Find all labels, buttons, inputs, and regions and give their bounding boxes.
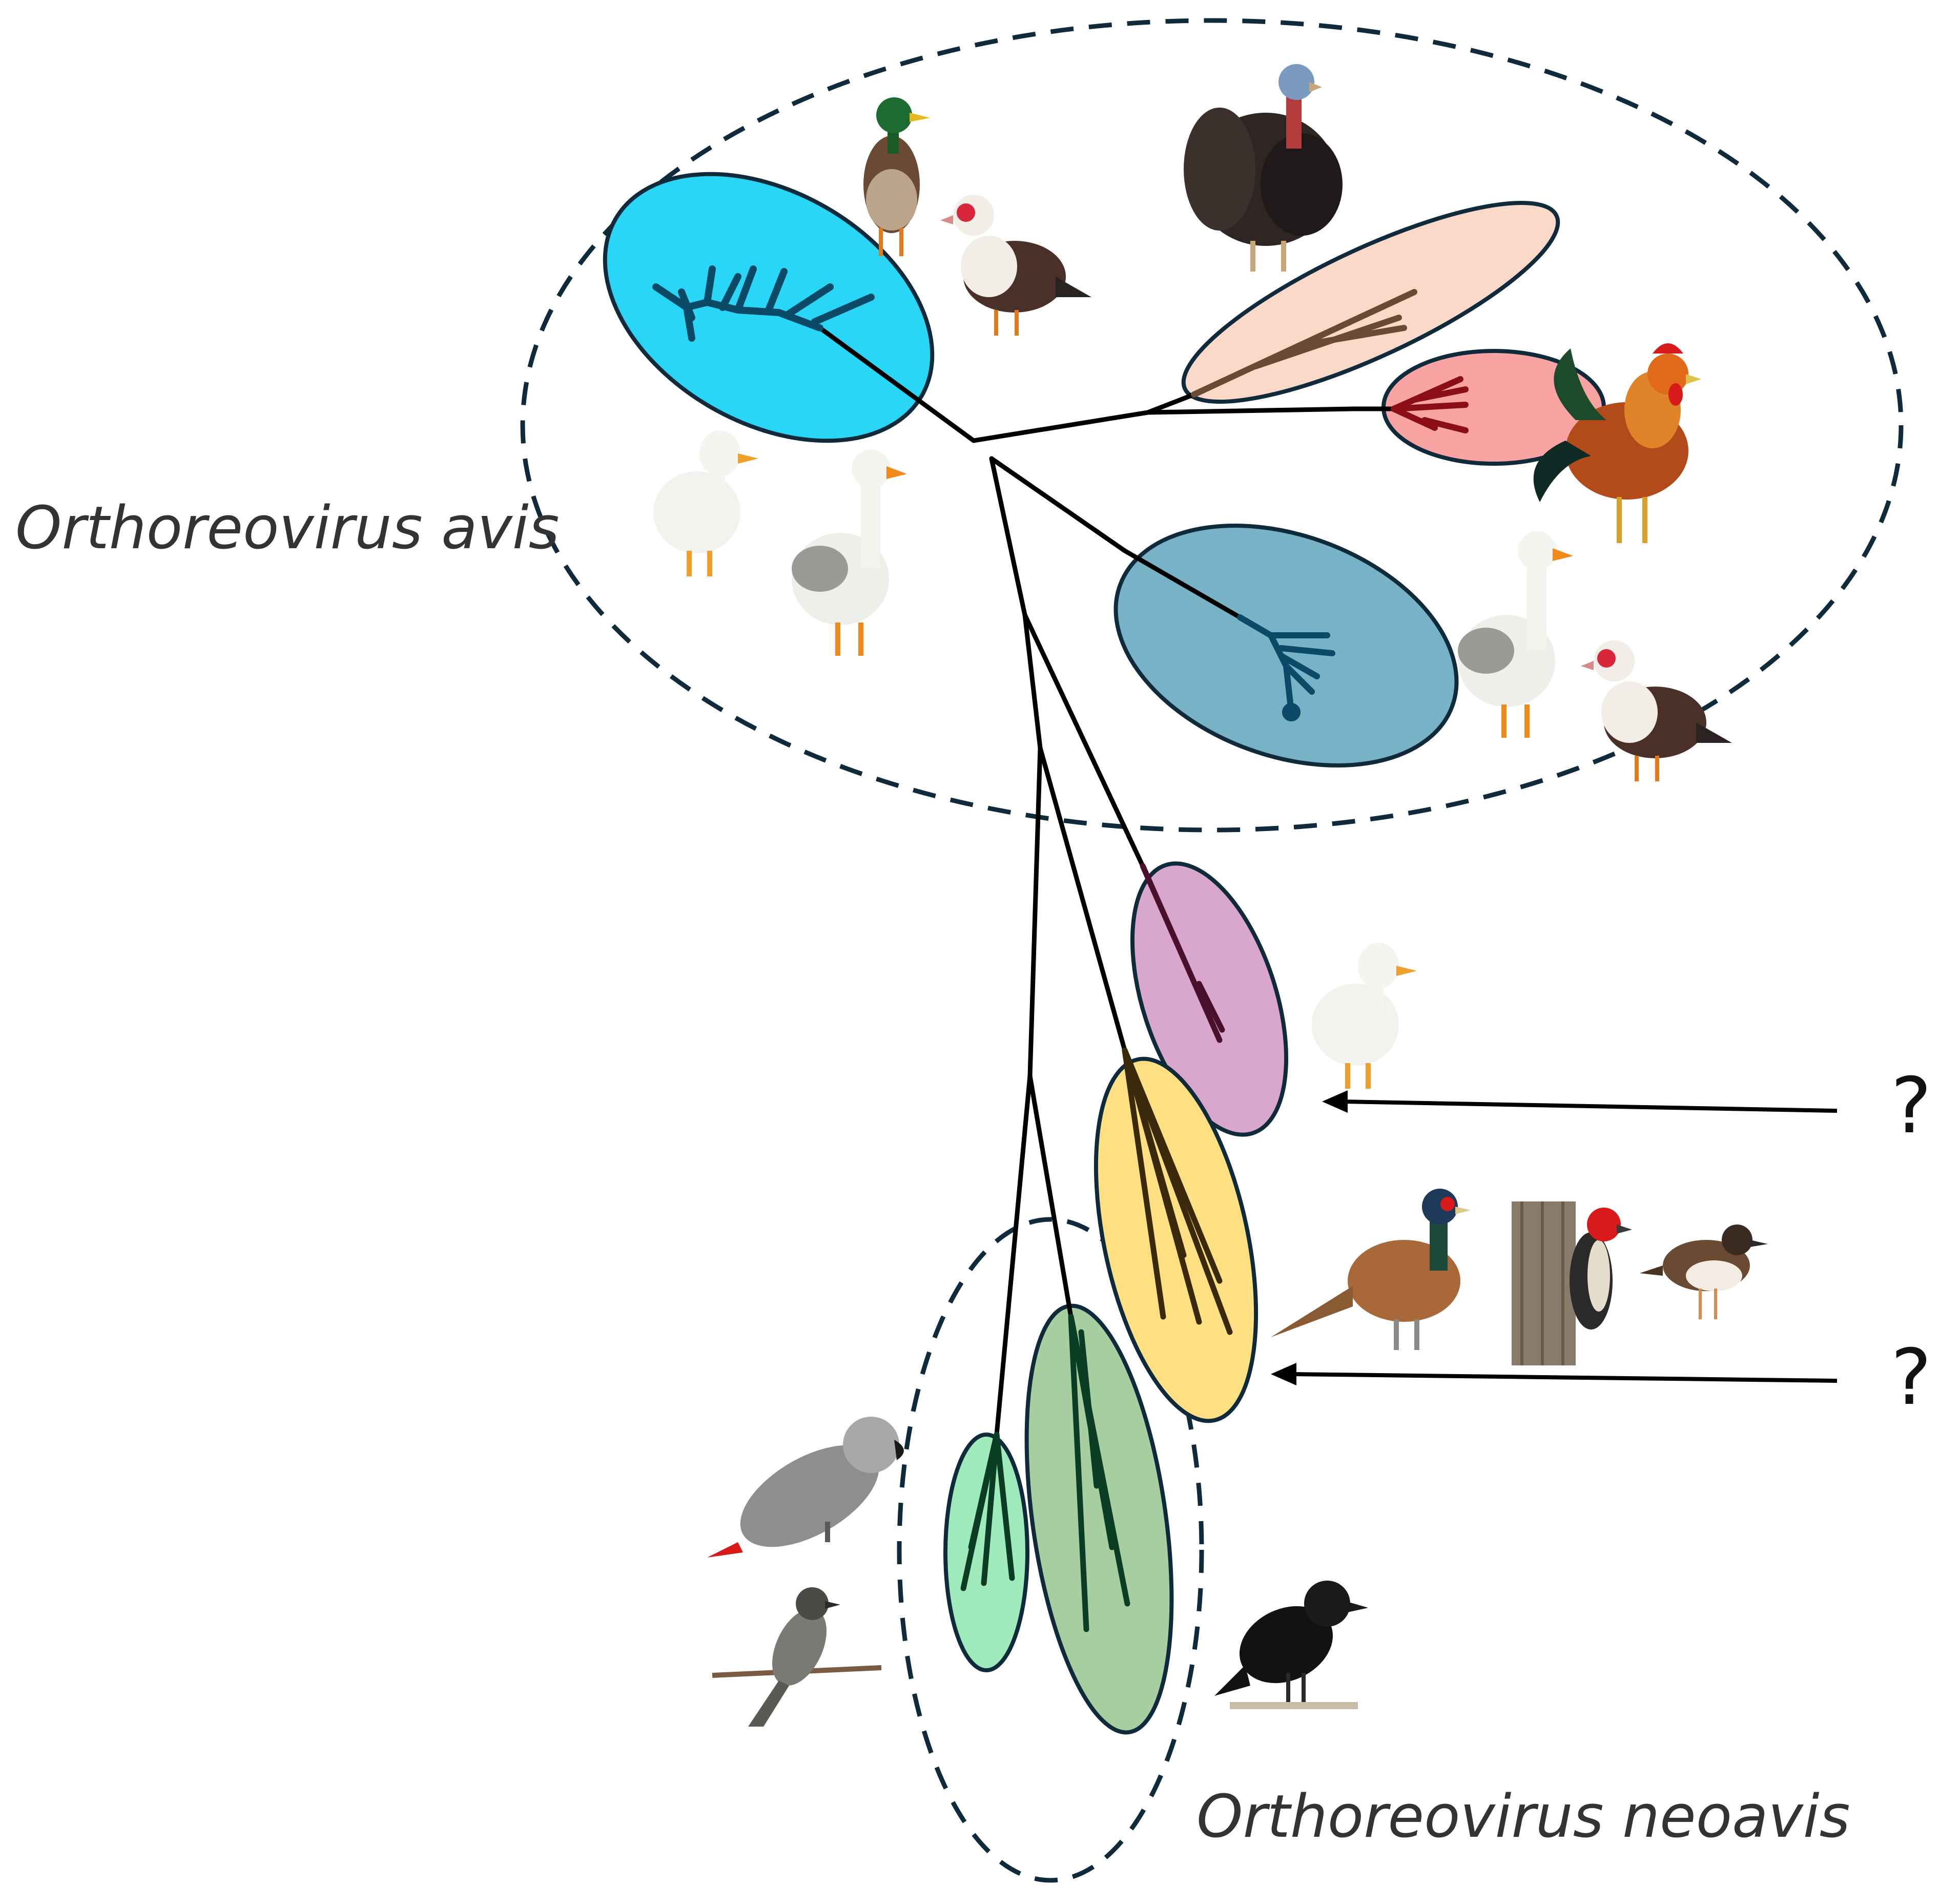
label-orthoreovirus-avis: Orthoreovirus avis — [15, 494, 560, 563]
goose-icon — [792, 449, 907, 656]
white-duck-icon — [653, 430, 758, 576]
pheasant-icon — [1271, 1189, 1471, 1350]
subtree-red — [1391, 376, 1469, 433]
subtree-peach — [1191, 289, 1417, 398]
bulbul-icon — [712, 1587, 882, 1727]
label-orthoreovirus-neoavis: Orthoreovirus neoavis — [1196, 1782, 1850, 1851]
arrow-lower — [1271, 1363, 1838, 1385]
grey-parrot-icon — [707, 1417, 904, 1558]
neoavis-group-outline — [897, 1217, 1204, 1883]
subtree-lightgreen — [960, 1431, 1015, 1591]
white-duck-icon-right — [1312, 943, 1417, 1089]
woodpecker-icon — [1512, 1201, 1632, 1365]
tree-branches — [817, 325, 1396, 1437]
turkey-icon — [1184, 64, 1343, 272]
crow-icon — [1214, 1581, 1368, 1709]
arrow-upper — [1322, 1090, 1838, 1113]
subtree-yellow — [1122, 1047, 1233, 1335]
subtree-purple — [1140, 863, 1225, 1043]
muscovy-duck-icon-right — [1581, 640, 1732, 781]
muscovy-duck-icon — [940, 195, 1091, 336]
avis-group-outline — [520, 18, 1904, 833]
sandpiper-icon — [1640, 1225, 1768, 1319]
subtree-teal — [1237, 614, 1335, 721]
subtree-darkgreen — [1068, 1314, 1130, 1632]
question-mark-upper: ? — [1891, 1062, 1932, 1151]
mallard-duck-icon — [863, 97, 930, 256]
question-mark-lower: ? — [1891, 1333, 1932, 1422]
clade-peach — [1181, 201, 1560, 404]
subtree-cyan — [652, 265, 875, 342]
rooster-icon — [1533, 343, 1701, 543]
goose-icon-right — [1458, 531, 1573, 738]
